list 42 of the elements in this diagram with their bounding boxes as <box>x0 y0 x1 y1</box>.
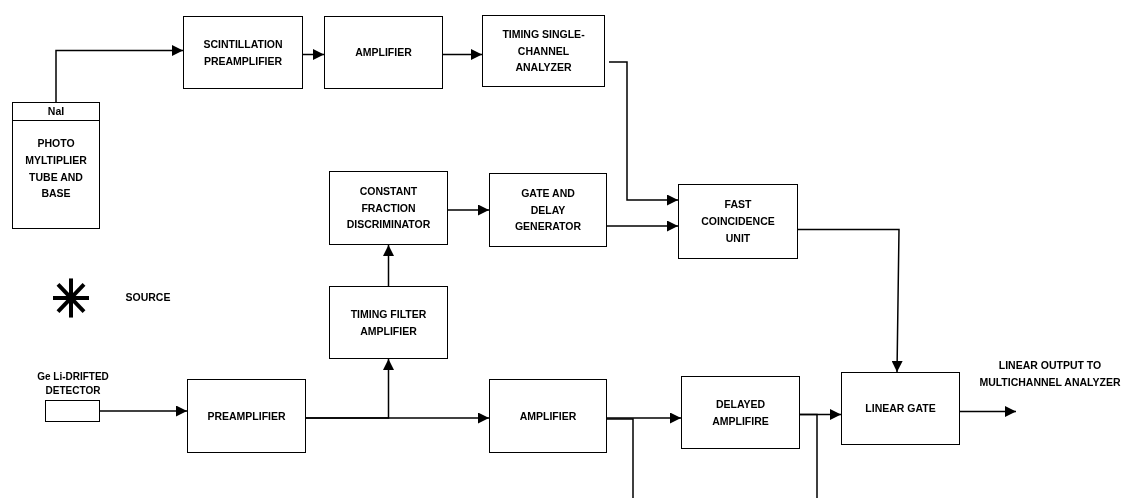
arrow <box>99 405 188 417</box>
box-label: TIMING FILTER AMPLIFIER <box>349 306 428 339</box>
arrow <box>442 49 483 60</box>
process-box <box>183 16 303 89</box>
box-label: SCINTILLATION PREAMPLIFIER <box>202 36 284 69</box>
crystal-label: NaI <box>13 103 99 121</box>
process-box <box>482 15 605 87</box>
arrow <box>606 220 679 232</box>
box-label: PREAMPLIFIER <box>207 408 286 424</box>
arrow <box>302 49 325 60</box>
box-label: CONSTANT FRACTION DISCRIMINATOR <box>345 183 432 233</box>
arrow <box>608 61 679 206</box>
detector-label: Ge Li-DRIFTED DETECTOR <box>36 370 110 397</box>
box-label: FAST COINCIDENCE UNIT <box>700 197 776 246</box>
process-box <box>678 184 798 259</box>
process-box <box>324 16 443 89</box>
box-label: TIMING SINGLE-CHANNEL ANALYZER <box>501 26 586 76</box>
box-label: AMPLIFIER <box>355 45 412 61</box>
process-box <box>329 286 448 359</box>
process-box <box>489 173 607 247</box>
arrow <box>447 204 490 216</box>
output-label: LINEAR OUTPUT TO MULTICHANNEL ANALYZER <box>978 358 1122 390</box>
box-label: DELAYED AMPLIFIRE <box>711 396 770 429</box>
connector-line <box>799 413 818 498</box>
process-box <box>329 171 448 245</box>
arrow <box>606 412 682 424</box>
process-box <box>187 379 306 453</box>
arrow <box>55 45 184 103</box>
process-box <box>489 379 607 453</box>
box-label: GATE AND DELAY GENERATOR <box>513 185 583 235</box>
box-label: AMPLIFIER <box>519 408 577 424</box>
box-label: LINEAR GATE <box>865 401 936 417</box>
arrow <box>959 406 1017 417</box>
process-box <box>841 372 960 445</box>
source-label: SOURCE <box>124 290 172 305</box>
box-label: PHOTO MYLTIPLIER TUBE AND BASE <box>24 136 88 202</box>
arrow <box>797 228 903 373</box>
detector-housing-box <box>12 102 100 229</box>
connector-line <box>606 418 634 498</box>
arrow <box>305 412 490 424</box>
arrow <box>383 244 394 287</box>
process-box <box>681 376 800 449</box>
